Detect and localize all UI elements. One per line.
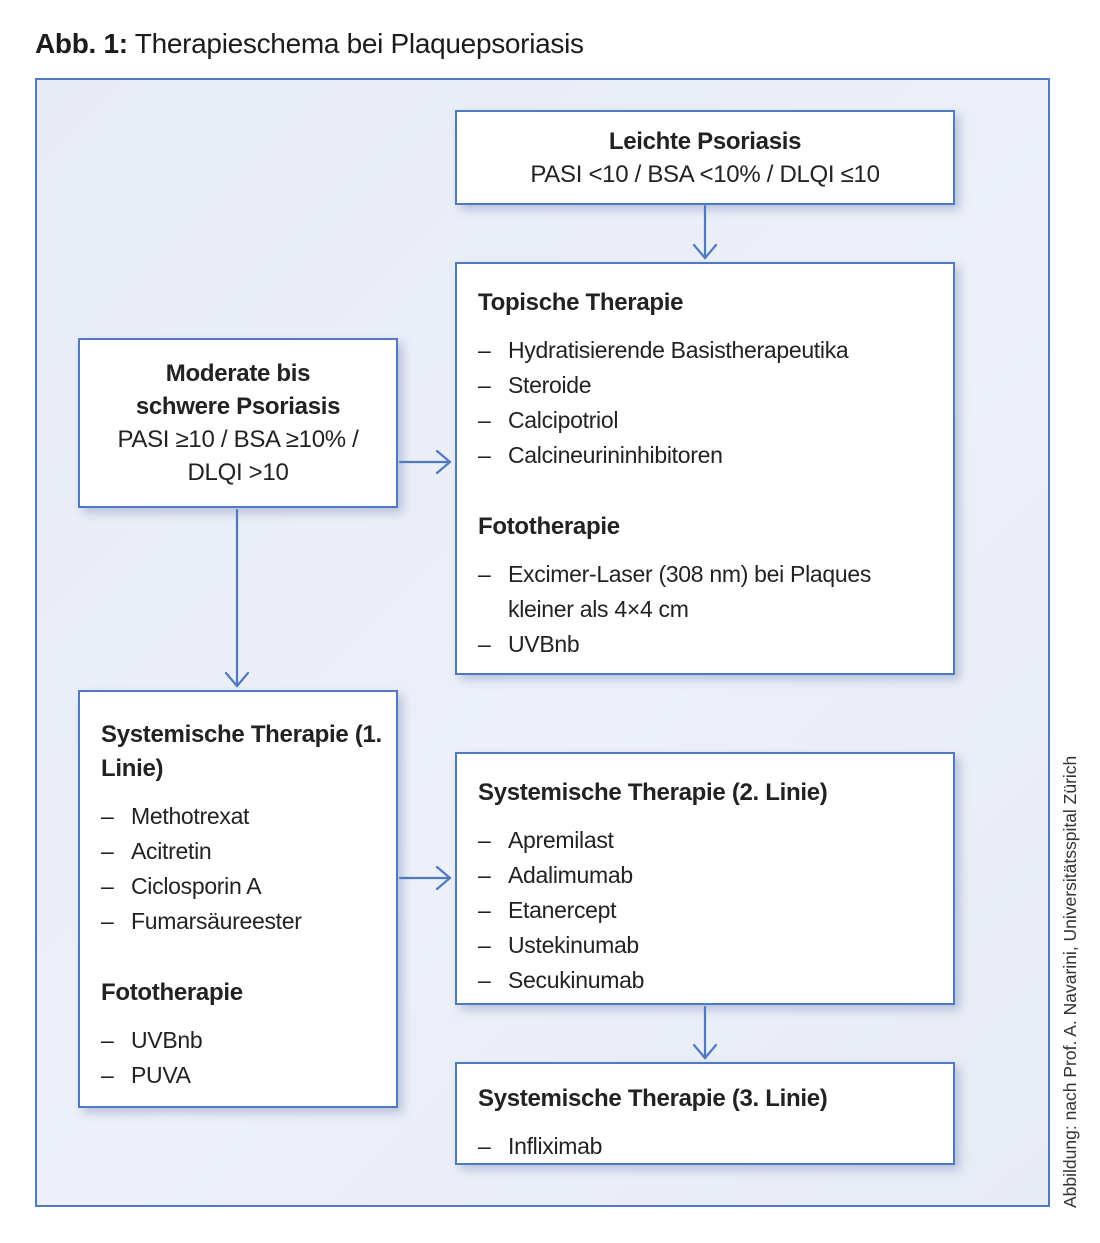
list-item: –Infliximab [478,1129,933,1164]
list-item: –Steroide [478,368,933,403]
sys1-list: –Methotrexat –Acitretin –Ciclosporin A –… [101,799,382,939]
node-moderate-criteria-line2: DLQI >10 [187,459,289,486]
section-heading: Fototherapie [478,513,620,540]
sys3-list: –Infliximab [478,1129,933,1164]
dash-bullet: – [478,561,491,587]
section-heading: Fototherapie [101,979,243,1006]
list-item: –Adalimumab [478,858,933,893]
dash-bullet: – [101,1062,114,1088]
dash-bullet: – [478,407,491,433]
list-item: –Apremilast [478,823,933,858]
section-fototherapie-topisch: Fototherapie –Excimer-Laser (308 nm) bei… [478,510,933,662]
node-topische-therapie: Topische Therapie –Hydratisierende Basis… [455,262,955,675]
node-moderate-title-line2: schwere Psoriasis [135,393,341,420]
dash-bullet: – [478,827,491,853]
topische-list: –Hydratisierende Basistherapeutika –Ster… [478,333,933,473]
list-item: –UVBnb [101,1023,382,1058]
dash-bullet: – [478,862,491,888]
section-fototherapie-sys1: Fototherapie –UVBnb –PUVA [101,976,382,1093]
dash-bullet: – [478,631,491,657]
sys1-foto-list: –UVBnb –PUVA [101,1023,382,1093]
dash-bullet: – [478,1133,491,1159]
node-leichte-title: Leichte Psoriasis [608,127,802,155]
dash-bullet: – [478,897,491,923]
list-item: –Fumarsäureester [101,904,382,939]
list-item: –Acitretin [101,834,382,869]
list-item: –Ciclosporin A [101,869,382,904]
node-moderate-criteria-line1: PASI ≥10 / BSA ≥10% / [117,426,359,453]
figure-number: Abb. 1: [35,28,128,59]
section-heading: Systemische Therapie (2. Linie) [478,779,828,806]
list-item: –Secukinumab [478,963,933,998]
list-item: –Methotrexat [101,799,382,834]
section-topische: Topische Therapie –Hydratisierende Basis… [478,286,933,473]
fototherapie-list: –Excimer-Laser (308 nm) bei Plaques klei… [478,557,933,662]
dash-bullet: – [478,932,491,958]
list-item: –PUVA [101,1058,382,1093]
dash-bullet: – [101,803,114,829]
dash-bullet: – [101,873,114,899]
section-heading: Topische Therapie [478,289,684,316]
dash-bullet: – [101,908,114,934]
list-item: –Etanercept [478,893,933,928]
figure-credit: Abbildung: nach Prof. A. Navarini, Unive… [1060,755,1080,1208]
list-item: –Hydratisierende Basistherapeutika [478,333,933,368]
dash-bullet: – [478,372,491,398]
section-heading: Systemische Therapie (1. Linie) [101,721,382,782]
dash-bullet: – [478,442,491,468]
list-item: –Excimer-Laser (308 nm) bei Plaques klei… [478,557,933,627]
list-item: –Calcineurininhibitoren [478,438,933,473]
node-moderate-psoriasis: Moderate bis schwere Psoriasis PASI ≥10 … [78,338,398,508]
dash-bullet: – [101,1027,114,1053]
dash-bullet: – [101,838,114,864]
node-systemische-therapie-1: Systemische Therapie (1. Linie) –Methotr… [78,690,398,1108]
node-systemische-therapie-2: Systemische Therapie (2. Linie) –Apremil… [455,752,955,1005]
list-item: –UVBnb [478,627,933,662]
dash-bullet: – [478,967,491,993]
section-sys1: Systemische Therapie (1. Linie) –Methotr… [101,718,382,939]
list-item: –Calcipotriol [478,403,933,438]
figure-title-text: Therapieschema bei Plaquepsoriasis [134,28,584,59]
list-item: –Ustekinumab [478,928,933,963]
sys2-list: –Apremilast –Adalimumab –Etanercept –Ust… [478,823,933,998]
section-heading: Systemische Therapie (3. Linie) [478,1085,828,1112]
node-systemische-therapie-3: Systemische Therapie (3. Linie) –Inflixi… [455,1062,955,1165]
node-leichte-psoriasis: Leichte Psoriasis PASI <10 / BSA <10% / … [455,110,955,205]
node-leichte-criteria: PASI <10 / BSA <10% / DLQI ≤10 [530,160,880,188]
node-moderate-title-line1: Moderate bis [165,360,311,387]
dash-bullet: – [478,337,491,363]
figure-title: Abb. 1: Therapieschema bei Plaquepsorias… [35,28,584,60]
